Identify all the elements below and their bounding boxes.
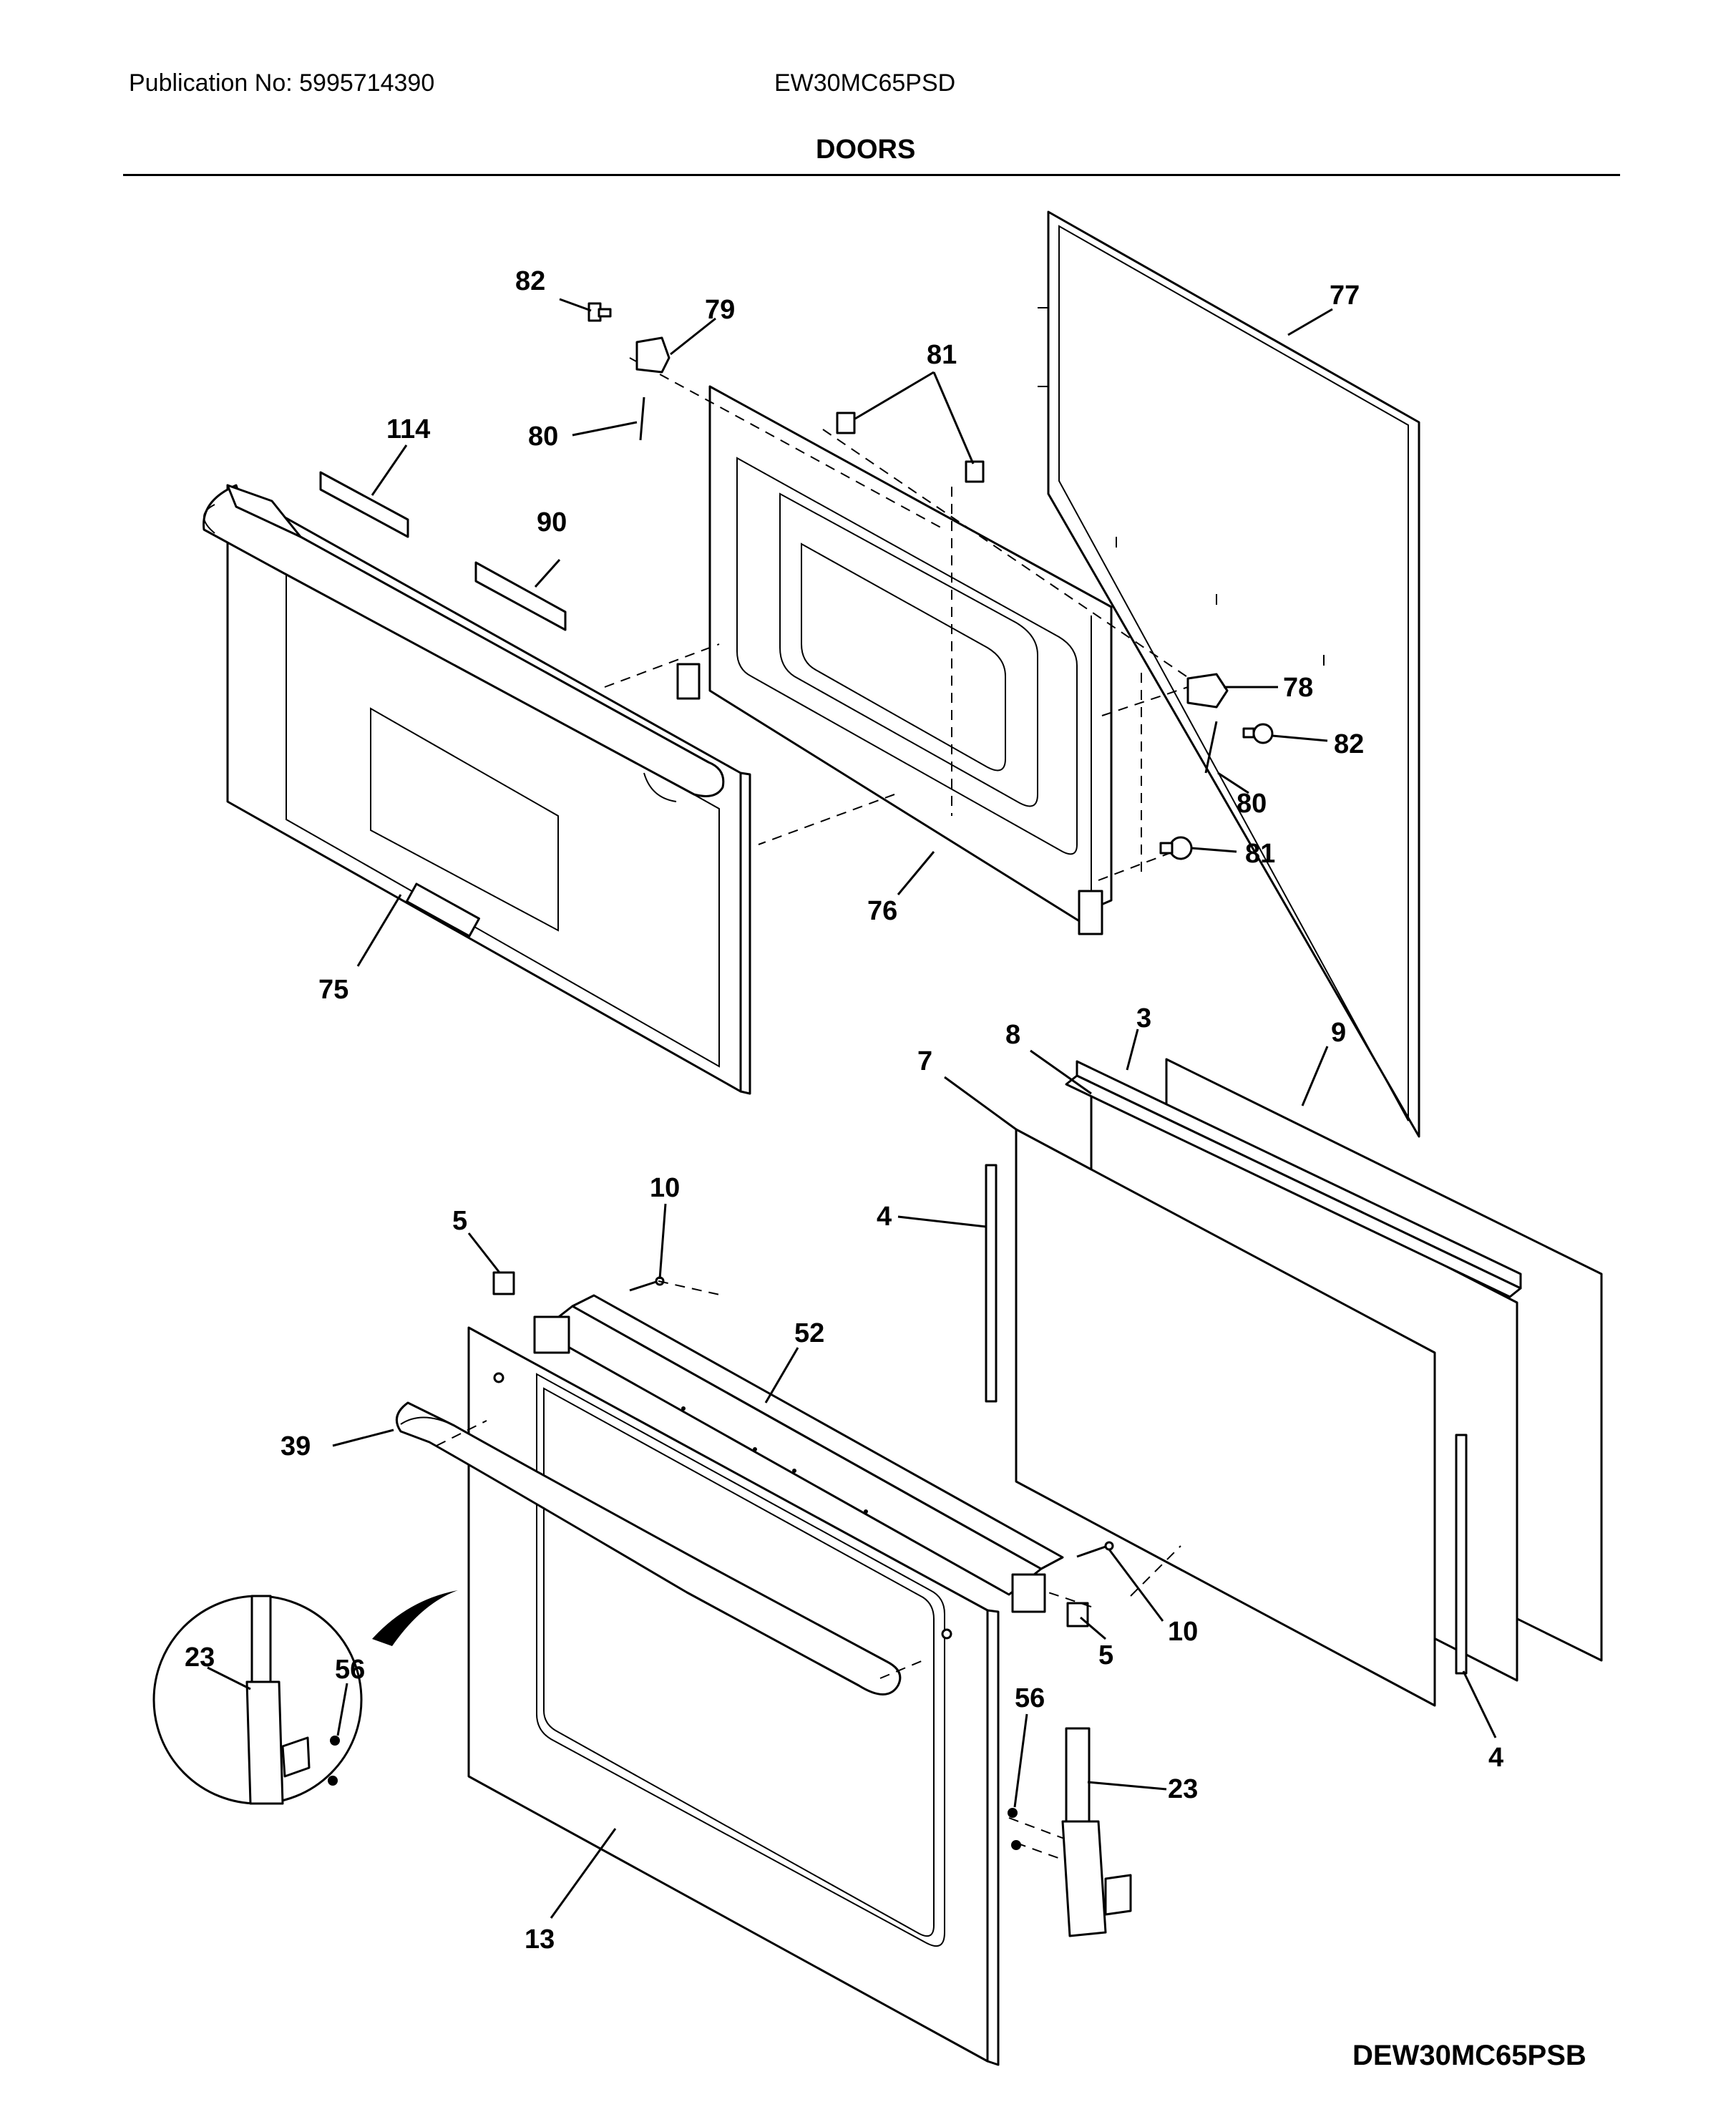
- part-75-outer-door-panel: [203, 484, 751, 1095]
- callout-79: 79: [705, 295, 735, 325]
- callout-81-upper: 81: [927, 340, 957, 370]
- part-80-spring-upper: [639, 396, 645, 441]
- callout-5-right: 5: [1098, 1640, 1113, 1670]
- callout-23-right: 23: [1168, 1774, 1198, 1804]
- part-4-side-rail-right: [1455, 1434, 1468, 1675]
- part-10-pin-left: [629, 1276, 665, 1292]
- callout-81-right: 81: [1245, 839, 1275, 869]
- callout-82-right: 82: [1334, 729, 1364, 759]
- part-81-screw-right: [1159, 836, 1193, 860]
- part-23-hinge-right: [1061, 1727, 1132, 1937]
- part-5-clip-right: [1066, 1602, 1089, 1627]
- callout-7: 7: [917, 1046, 932, 1076]
- part-79-hinge-receptacle: [635, 336, 670, 374]
- part-80-spring-right: [1204, 721, 1218, 774]
- callout-3: 3: [1136, 1003, 1151, 1033]
- part-82-screw-upper: [587, 302, 612, 322]
- callout-13: 13: [525, 1925, 555, 1955]
- callout-leaders: [207, 298, 1497, 1919]
- callout-78: 78: [1283, 673, 1313, 703]
- part-76-inner-door-liner: [676, 385, 1113, 935]
- section-title: DOORS: [816, 135, 916, 165]
- diagram-code: DEW30MC65PSB: [1352, 2040, 1586, 2071]
- part-81-screws-upper: [836, 412, 985, 483]
- callout-23-inset: 23: [185, 1643, 215, 1673]
- callout-114: 114: [386, 414, 430, 444]
- part-3-glass-pack-bracket: [1065, 1060, 1522, 1298]
- callout-82-upper: 82: [515, 266, 545, 296]
- part-52-top-channel: [533, 1294, 1064, 1613]
- header-divider: [123, 174, 1620, 176]
- part-77-door-frame-glass: [1038, 210, 1420, 1138]
- part-90-label: [474, 561, 567, 631]
- callout-56-right: 56: [1015, 1683, 1045, 1713]
- part-7-glass-panel: [1015, 1128, 1436, 1707]
- callout-76: 76: [867, 896, 897, 926]
- callout-56-inset: 56: [335, 1655, 365, 1685]
- publication-number: Publication No: 5995714390: [129, 69, 435, 97]
- callout-9: 9: [1331, 1018, 1346, 1048]
- callout-80-upper: 80: [528, 422, 558, 452]
- model-number: EW30MC65PSD: [774, 69, 956, 97]
- part-5-clip-left: [492, 1271, 515, 1295]
- callout-10-right: 10: [1168, 1617, 1198, 1647]
- callout-numbers: 82 79 81 77 114 80 90 78 82 80 81 76 75 …: [185, 266, 1503, 1955]
- part-114-label: [319, 471, 409, 538]
- callout-75: 75: [318, 975, 348, 1005]
- callout-52: 52: [794, 1318, 824, 1348]
- part-10-pin-right: [1076, 1541, 1114, 1558]
- callout-39: 39: [281, 1431, 311, 1461]
- callout-8: 8: [1005, 1020, 1020, 1050]
- callout-4-left: 4: [877, 1202, 892, 1232]
- part-82-screw-right: [1242, 723, 1274, 744]
- hinge-detail-inset: [152, 1590, 458, 1805]
- callout-4-right: 4: [1488, 1743, 1503, 1773]
- part-39-door-handle: [395, 1401, 902, 1695]
- lower-alignment-lines: [436, 1280, 1181, 1862]
- part-78-hinge-receptacle: [1186, 673, 1229, 709]
- callout-90: 90: [537, 507, 567, 537]
- upper-alignment-lines: [604, 357, 1203, 881]
- callout-80-right: 80: [1237, 789, 1267, 819]
- callout-10-left: 10: [650, 1173, 680, 1203]
- part-56-screw-right: [1008, 1808, 1021, 1850]
- callout-5-left: 5: [452, 1206, 467, 1236]
- part-4-side-rail-left: [985, 1164, 998, 1403]
- callout-77: 77: [1330, 281, 1360, 311]
